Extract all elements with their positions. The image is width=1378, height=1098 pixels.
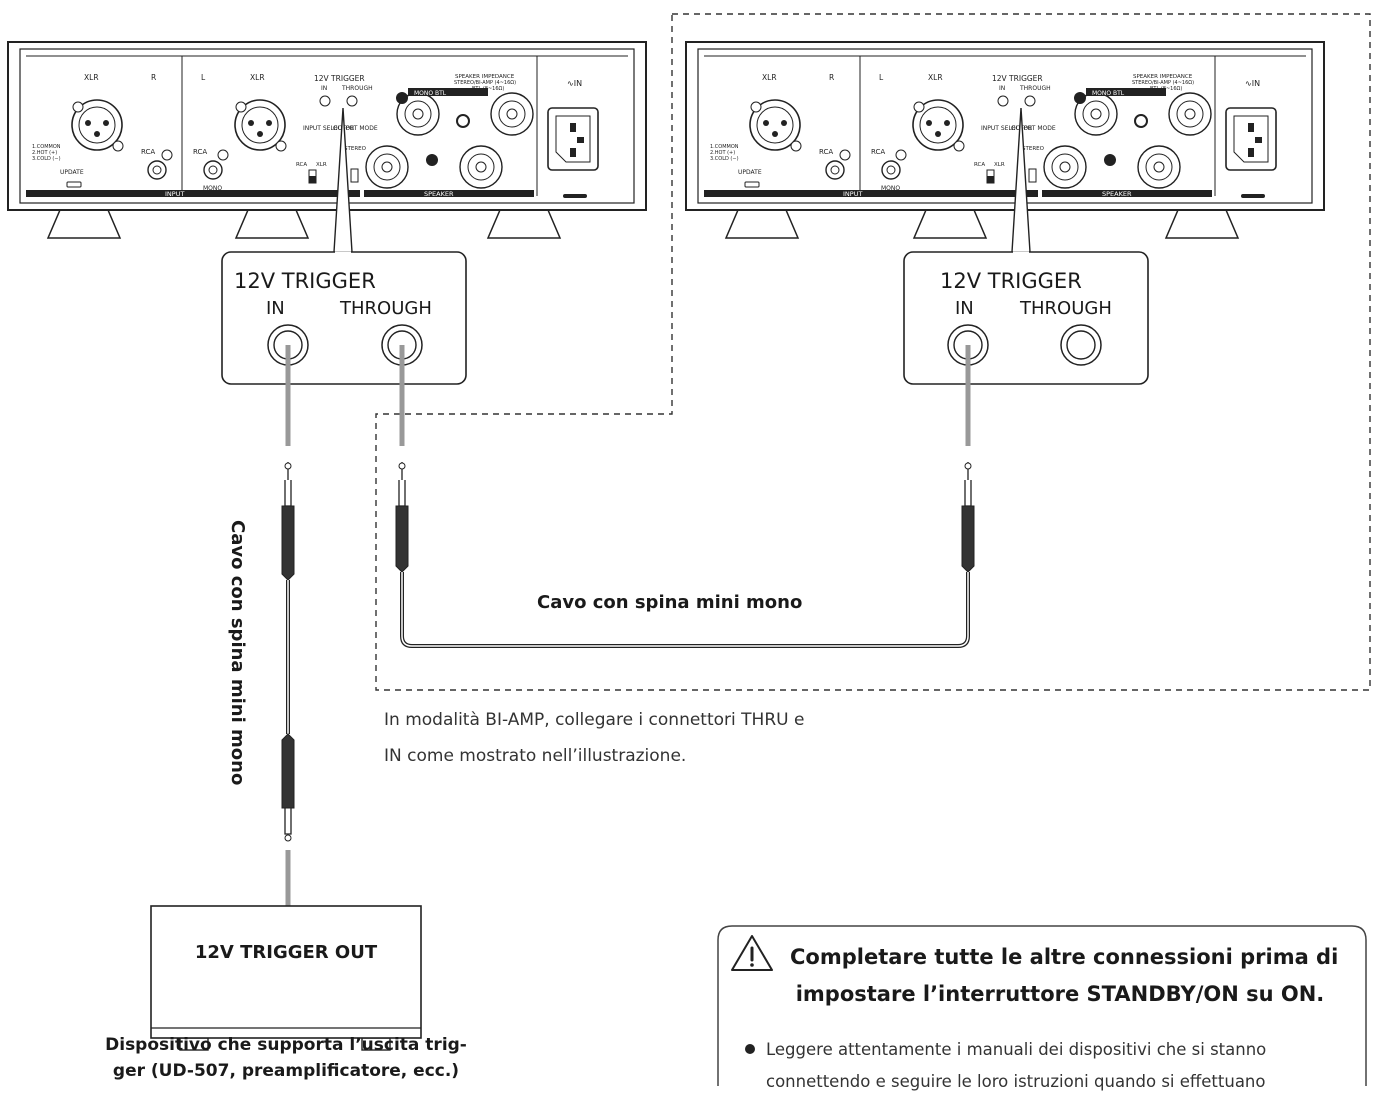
trigger-in: IN (321, 85, 327, 92)
trigger-title: 12V TRIGGER (992, 74, 1043, 83)
ch-r-label: R (151, 73, 156, 82)
biamp-dashed-frame (375, 13, 1371, 691)
rca-label: RCA (871, 148, 885, 156)
trigger-title: 12V TRIGGER (314, 74, 365, 83)
speaker-bar-label: SPEAKER (424, 190, 454, 198)
update-label: UPDATE (738, 169, 762, 176)
rca-label: RCA (819, 148, 833, 156)
amplifier-1-rear-panel: XLR R L XLR 12V TRIGGER IN THROUGH SPEAK… (7, 41, 647, 239)
trigger-through: THROUGH (341, 85, 373, 92)
pin-1: 1.COMMON (710, 144, 739, 150)
callout-title: 12V TRIGGER (940, 269, 1082, 293)
warning-bullet-line-2: connettendo e seguire le loro istruzioni… (766, 1072, 1266, 1091)
impedance-stereo: STEREO/BI-AMP (4~16Ω) (1132, 80, 1194, 86)
cable-horizontal-label: Cavo con spina mini mono (537, 592, 802, 613)
mode-stereo: STEREO (344, 146, 367, 152)
sel-xlr: XLR (994, 162, 1005, 168)
callout-through: THROUGH (1019, 298, 1112, 319)
trigger-in: IN (999, 85, 1005, 92)
biamp-note-line-1: In modalità BI-AMP, collegare i connetto… (384, 710, 805, 730)
update-label: UPDATE (60, 169, 84, 176)
pin-3: 3.COLD (−) (32, 156, 61, 162)
warning-bullet-line-1: Leggere attentamente i manuali dei dispo… (766, 1040, 1267, 1059)
ch-r-label: R (829, 73, 834, 82)
callout-in: IN (266, 298, 285, 319)
input-selector: INPUT SELECTOR (303, 125, 354, 132)
callout-title: 12V TRIGGER (234, 269, 376, 293)
speaker-bar-label: SPEAKER (1102, 190, 1132, 198)
callout-through: THROUGH (339, 298, 432, 319)
device-caption-line-2: ger (UD-507, preamplificatore, ecc.) (113, 1061, 459, 1081)
impedance-stereo: STEREO/BI-AMP (4~16Ω) (454, 80, 516, 86)
trigger-out-label: 12V TRIGGER OUT (195, 942, 378, 963)
output-mode: OUTPUT MODE (1011, 125, 1056, 132)
cable-vertical-label: Cavo con spina mini mono (227, 520, 248, 785)
ch-l-label: L (201, 73, 206, 82)
trigger-source-device: 12V TRIGGER OUT (150, 905, 422, 1051)
sel-xlr: XLR (316, 162, 327, 168)
input-bar-label: INPUT (165, 190, 184, 198)
pin-3: 3.COLD (−) (710, 156, 739, 162)
warning-title-line-1: Completare tutte le altre connessioni pr… (790, 945, 1339, 969)
pin-1: 1.COMMON (32, 144, 61, 150)
sel-rca: RCA (974, 162, 985, 168)
warning-box (717, 925, 1367, 1086)
sel-rca: RCA (296, 162, 307, 168)
trigger-through: THROUGH (1019, 85, 1051, 92)
input-bar-label: INPUT (843, 190, 862, 198)
warning-title-line-2: impostare l’interruttore STANDBY/ON su O… (795, 982, 1325, 1006)
output-mode: OUTPUT MODE (333, 125, 378, 132)
pin-2: 2.HOT (+) (710, 150, 735, 156)
rca-label: RCA (193, 148, 207, 156)
callout-in: IN (955, 298, 974, 319)
bullet-dot (745, 1044, 755, 1054)
mode-stereo: STEREO (1022, 146, 1045, 152)
impedance-btl: BTL (8~16Ω) (472, 86, 504, 92)
warning-triangle-icon (731, 935, 773, 971)
device-caption-line-1: Dispositivo che supporta l’uscita trig- (105, 1035, 467, 1055)
biamp-note-line-2: IN come mostrato nell’illustrazione. (384, 746, 687, 766)
mini-mono-cable-vertical (281, 462, 295, 842)
speaker-impedance: SPEAKER IMPEDANCE (1133, 74, 1193, 80)
mono-btl: MONO BTL (414, 90, 447, 97)
speaker-impedance: SPEAKER IMPEDANCE (455, 74, 515, 80)
mini-mono-cable-horizontal (395, 462, 975, 648)
input-selector: INPUT SELECTOR (981, 125, 1032, 132)
mono-label: MONO (881, 185, 900, 192)
xlr-label: XLR (250, 73, 265, 82)
mono-label: MONO (203, 185, 222, 192)
ac-in: ∿IN (1245, 79, 1260, 88)
impedance-btl: BTL (8~16Ω) (1150, 86, 1182, 92)
ch-l-label: L (879, 73, 884, 82)
mono-btl: MONO BTL (1092, 90, 1125, 97)
xlr-label: XLR (762, 73, 777, 82)
ac-in: ∿IN (567, 79, 582, 88)
xlr-label: XLR (928, 73, 943, 82)
amplifier-2-rear-panel: XLR R L XLR 12V TRIGGER IN THROUGH SPEAK… (685, 41, 1325, 239)
xlr-label: XLR (84, 73, 99, 82)
rca-label: RCA (141, 148, 155, 156)
pin-2: 2.HOT (+) (32, 150, 57, 156)
